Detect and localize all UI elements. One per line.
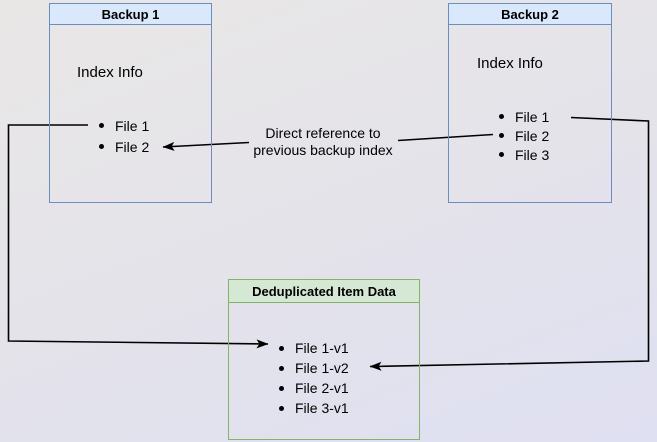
bullet-icon [99,123,104,128]
backup1-index-info-label: Index Info [77,64,143,81]
bullet-icon [499,133,504,138]
bullet-icon [99,144,104,149]
file-label: File 1 [115,117,150,134]
file-label: File 1-v2 [295,360,349,376]
dedup-file-list: File 1-v1 File 1-v2 File 2-v1 File 3-v1 [229,338,349,418]
file-label: File 3-v1 [295,400,349,416]
list-item: File 1-v2 [229,358,349,378]
backup1-box[interactable]: Backup 1 Index Info File 1 File 2 [49,3,212,203]
backup1-title: Backup 1 [50,4,211,25]
bullet-icon [499,114,504,119]
list-item: File 3 [449,145,549,164]
backup2-file-list: File 1 File 2 File 3 [449,107,549,164]
file-label: File 2 [515,127,550,144]
file-label: File 2 [115,138,150,155]
backup2-index-info-label: Index Info [477,55,543,72]
bullet-icon [499,152,504,157]
annotation-line2: previous backup index [253,142,393,158]
deduplicated-item-data-box[interactable]: Deduplicated Item Data File 1-v1 File 1-… [228,279,420,440]
bullet-icon [279,365,284,371]
file-label: File 1-v1 [295,340,349,356]
direct-reference-annotation: Direct reference to previous backup inde… [238,125,408,159]
file-label: File 3 [515,146,550,163]
list-item: File 2-v1 [229,378,349,398]
bullet-icon [279,405,284,411]
arrow-backup2-file1-to-dedup-file1v2[interactable] [369,116,650,371]
list-item: File 1-v1 [229,338,349,358]
backup1-file-list: File 1 File 2 [50,115,149,157]
dedup-title: Deduplicated Item Data [229,280,419,303]
list-item: File 1 [449,107,549,126]
file-label: File 2-v1 [295,380,349,396]
list-item: File 2 [449,126,549,145]
backup2-title: Backup 2 [449,4,611,25]
arrow-backup2-file2-to-backup1-file2-right-segment[interactable] [397,133,494,142]
arrow-backup1-file1-to-dedup-file1v1[interactable] [7,124,269,349]
bullet-icon [279,345,284,351]
annotation-line1: Direct reference to [265,125,381,141]
list-item: File 3-v1 [229,398,349,418]
file-label: File 1 [515,108,550,125]
arrow-backup2-file2-to-backup1-file2-left-segment[interactable] [162,141,250,151]
list-item: File 1 [50,115,149,136]
backup2-box[interactable]: Backup 2 Index Info File 1 File 2 File 3 [448,3,612,203]
bullet-icon [279,385,284,391]
list-item: File 2 [50,136,149,157]
